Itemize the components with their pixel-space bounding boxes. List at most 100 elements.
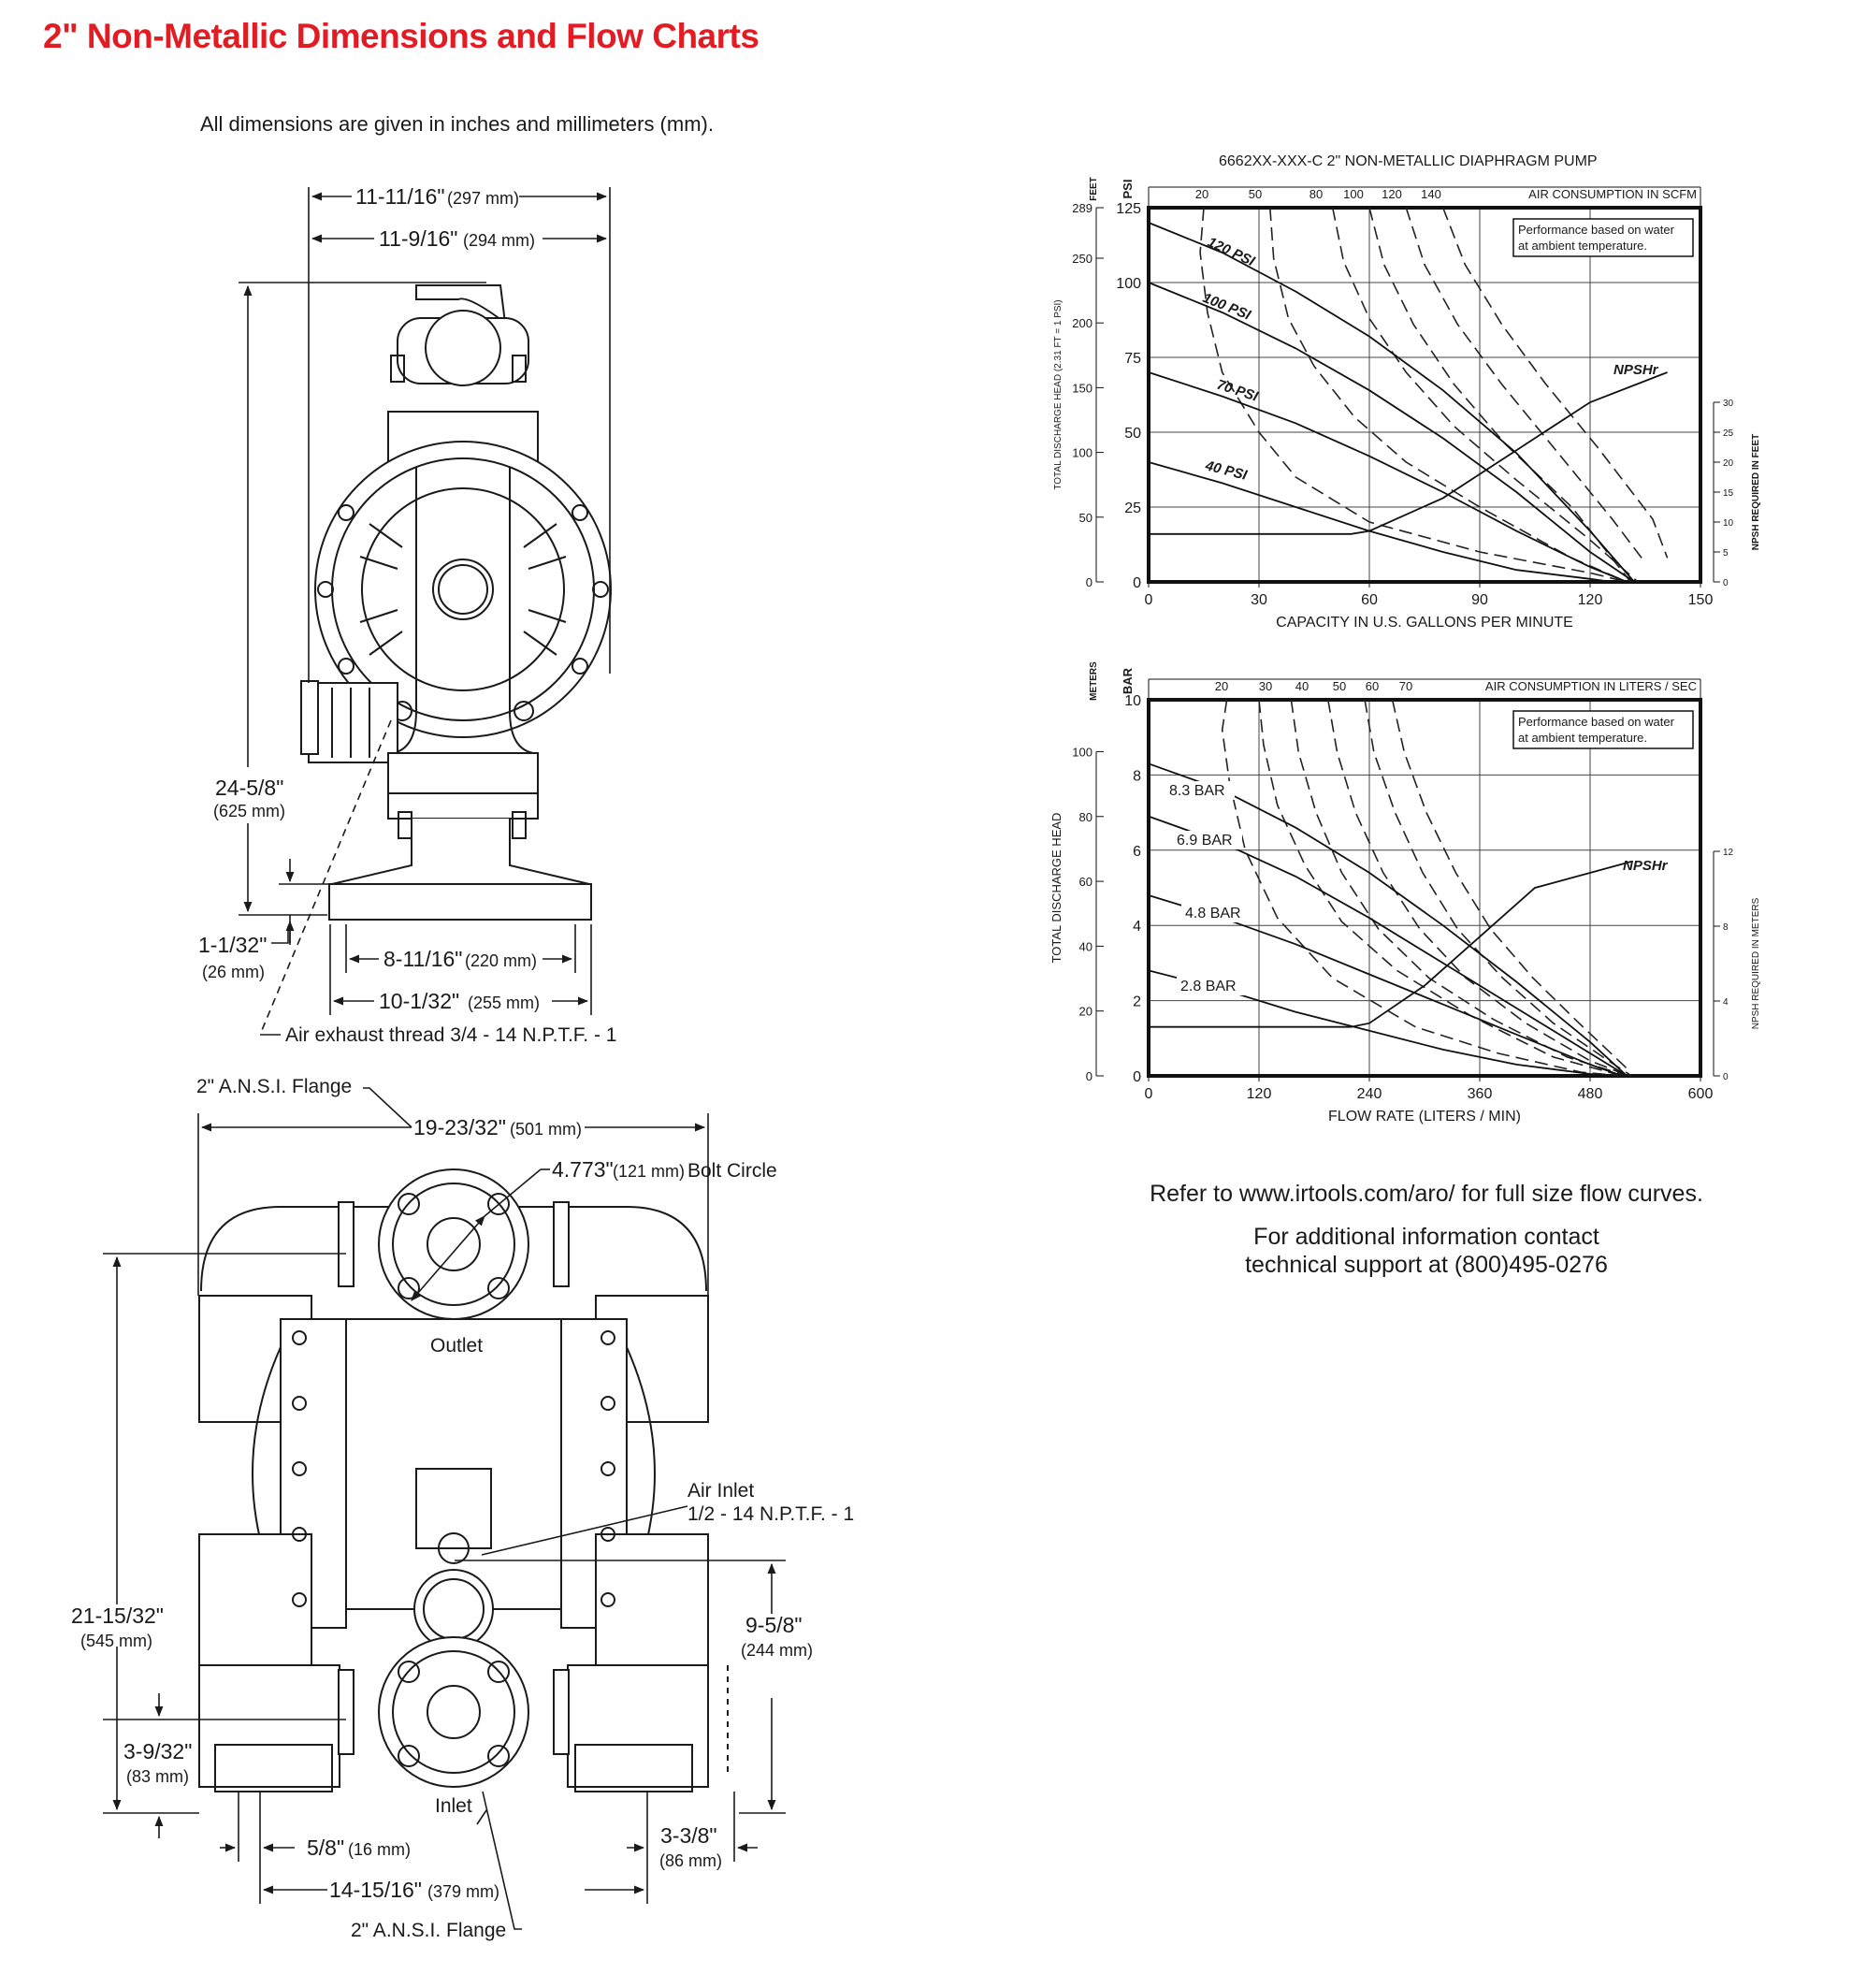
y-secondary-tick-label: 60 [1079,875,1092,889]
series-line-npshr [1149,861,1632,1028]
series-line-70-psi [1148,371,1628,583]
dim-inlet-height-in: 9-5/8" [745,1613,803,1637]
y-left-axis-title: PSI [1121,180,1135,199]
x-tick-label: 150 [1688,592,1714,608]
top-tick-label: 100 [1343,187,1364,201]
y-secondary-tick-label: 20 [1079,1005,1092,1019]
dim-foot-offset-in: 3-3/8" [660,1823,717,1848]
y-right-tick-label: 10 [1723,518,1734,529]
x-axis-label: CAPACITY IN U.S. GALLONS PER MINUTE [1276,615,1573,631]
y-left-tick-label: 25 [1124,501,1141,516]
front-view-pump-drawing [198,1168,729,1792]
x-tick-label: 0 [1145,1086,1153,1102]
front-view-labels: 2" A.N.S.I. Flange 19-23/32" (501 mm) 4.… [71,1076,854,1941]
top-tick-label: 80 [1309,187,1323,201]
inlet-label: Inlet [435,1795,472,1817]
top-tick-label: 60 [1366,679,1379,693]
dim-base-height-mm: (26 mm) [202,963,265,981]
series-line-npshr [1149,371,1668,535]
series-label-bg [1165,781,1235,800]
series-label-bg [1173,831,1242,849]
top-tick-label: 120 [1382,187,1402,201]
dimension-note: All dimensions are given in inches and m… [200,112,714,136]
dim-height-total-mm: (625 mm) [213,802,285,820]
dim-foot-height-in: 3-9/32" [123,1739,192,1763]
dim-width-outer-mm: (297 mm) [447,189,519,208]
series-label: 2.8 BAR [1180,979,1237,994]
x-tick-label: 600 [1688,1086,1714,1102]
y-right-tick-label: 15 [1723,488,1734,499]
y-secondary-tick-label: 80 [1079,810,1092,824]
top-tick-label: 30 [1259,679,1272,693]
dim-base-outer-mm: (255 mm) [468,994,540,1012]
y-left-tick-label: 10 [1124,693,1141,709]
air-consumption-curve [1441,207,1669,559]
y-left-tick-label: 6 [1133,844,1141,860]
footer-refer: Refer to www.irtools.com/aro/ for full s… [1150,1181,1703,1207]
air-exhaust-label: Air exhaust thread 3/4 - 14 N.P.T.F. - 1 [285,1024,616,1046]
y-secondary-tick-label: 0 [1086,1069,1092,1083]
top-axis-label: AIR CONSUMPTION IN LITERS / SEC [1485,679,1697,693]
x-axis-label: FLOW RATE (LITERS / MIN) [1328,1109,1521,1125]
y-left-axis-title: BAR [1121,667,1135,694]
series-label: NPSHr [1613,362,1659,378]
air-consumption-curve [1269,207,1628,583]
y-right-tick-label: 20 [1723,458,1734,469]
note-line-1: Performance based on water [1518,223,1675,237]
dim-front-height-in: 21-15/32" [71,1603,164,1628]
y-secondary-tick-label: 200 [1072,316,1092,330]
dim-foot-offset-mm: (86 mm) [659,1851,722,1870]
chart-title: 6662XX-XXX-C 2" NON-METALLIC DIAPHRAGM P… [1219,153,1598,169]
plot-frame [1147,698,1702,1078]
y-right-tick-label: 0 [1723,578,1729,588]
y-left-tick-label: 2 [1133,994,1141,1010]
air-consumption-curve [1331,207,1639,583]
series-line-100-psi [1148,282,1635,583]
dim-foot-width-mm: (16 mm) [348,1840,411,1859]
x-tick-label: 120 [1247,1086,1272,1102]
dim-width-inner-in: 11-9/16" [379,226,457,251]
x-tick-label: 240 [1357,1086,1382,1102]
y-secondary-tick-label: 40 [1079,939,1092,953]
dim-foot-height-mm: (83 mm) [126,1767,189,1786]
series-label: 8.3 BAR [1169,783,1225,799]
dim-front-width-in: 19-23/32" [413,1115,506,1139]
y-secondary-axis-title: FEET [1089,177,1099,201]
y-right-axis-label: NPSH REQUIRED IN FEET [1751,434,1761,550]
y-right-tick-label: 8 [1723,922,1729,933]
series-line-6-9-bar [1148,815,1628,1077]
y-secondary-tick-label: 150 [1072,381,1092,395]
top-tick-label: 140 [1421,187,1441,201]
flange-top-label: 2" A.N.S.I. Flange [196,1076,352,1097]
note-line-2: at ambient temperature. [1518,239,1647,253]
series-line-120-psi [1148,222,1635,583]
series-label: 120 PSI [1205,234,1257,269]
bolt-circle-label: Bolt Circle [687,1160,777,1182]
air-consumption-curve [1327,699,1629,1077]
y-secondary-tick-label: 289 [1072,201,1092,215]
y-right-axis-label: NPSH REQUIRED IN METERS [1751,897,1761,1029]
footer-contact-line2: technical support at (800)495-0276 [1245,1252,1608,1278]
y-left-tick-label: 75 [1124,351,1141,367]
series-label: NPSHr [1623,858,1669,874]
dim-front-width-mm: (501 mm) [510,1120,582,1139]
y-secondary-tick-label: 250 [1072,252,1092,266]
top-tick-label: 50 [1249,187,1262,201]
top-tick-label: 40 [1295,679,1309,693]
x-tick-label: 120 [1578,592,1603,608]
y-right-tick-label: 12 [1723,848,1734,858]
y-right-tick-label: 30 [1723,399,1734,409]
y-secondary-axis-title: METERS [1089,661,1099,701]
y-secondary-axis-label: TOTAL DISCHARGE HEAD [1049,813,1063,964]
top-tick-label: 50 [1333,679,1346,693]
dim-front-height-mm: (545 mm) [80,1632,152,1650]
series-label-bg [1177,977,1246,995]
x-tick-label: 360 [1468,1086,1493,1102]
side-view-labels: 11-11/16" (297 mm) 11-9/16" (294 mm) 24-… [198,184,616,1046]
air-inlet-title: Air Inlet [687,1480,754,1502]
air-consumption-curve [1290,699,1628,1077]
top-tick-label: 70 [1399,679,1412,693]
dim-width-inner-mm: (294 mm) [463,231,535,250]
note-line-1: Performance based on water [1518,715,1675,729]
